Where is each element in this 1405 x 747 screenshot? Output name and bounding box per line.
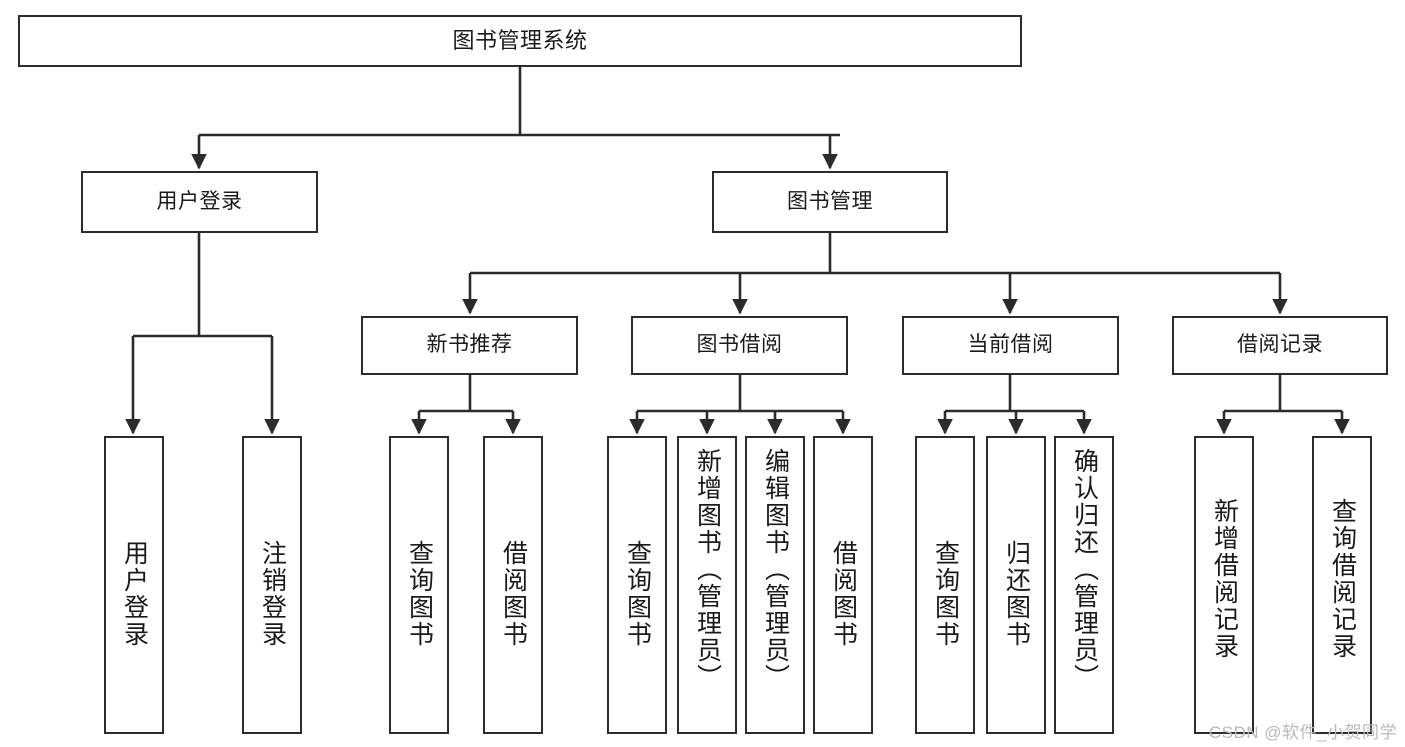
node-leaf-query-book-2-label: 查询图书 <box>623 540 652 648</box>
node-book-borrow-label: 图书借阅 <box>696 333 783 357</box>
node-leaf-user-login[interactable]: 用户登录 <box>104 436 164 734</box>
node-leaf-borrow-book-2-label: 借阅图书 <box>829 540 858 648</box>
node-leaf-query-book-3[interactable]: 查询图书 <box>915 436 975 734</box>
node-leaf-query-record[interactable]: 查询借阅记录 <box>1312 436 1372 734</box>
node-leaf-borrow-book-1-label: 借阅图书 <box>499 540 528 648</box>
csdn-watermark: CSDN @软件_小贺同学 <box>1208 723 1397 742</box>
node-leaf-confirm-return[interactable]: 确认归还（管理员） <box>1054 436 1114 734</box>
node-root-label: 图书管理系统 <box>452 28 588 54</box>
node-leaf-query-record-label: 查询借阅记录 <box>1328 498 1357 660</box>
node-leaf-user-login-label: 用户登录 <box>120 540 149 648</box>
node-current-borrow[interactable]: 当前借阅 <box>902 316 1119 375</box>
node-leaf-edit-book[interactable]: 编辑图书（管理员） <box>745 436 805 734</box>
node-leaf-query-book-1[interactable]: 查询图书 <box>389 436 449 734</box>
node-leaf-add-record[interactable]: 新增借阅记录 <box>1194 436 1254 734</box>
node-new-book-recommend[interactable]: 新书推荐 <box>361 316 578 375</box>
node-leaf-query-book-2[interactable]: 查询图书 <box>607 436 667 734</box>
node-leaf-edit-book-label: 编辑图书（管理员） <box>761 448 790 691</box>
node-leaf-query-book-3-label: 查询图书 <box>931 540 960 648</box>
node-user-login-label: 用户登录 <box>156 189 243 213</box>
node-leaf-add-record-label: 新增借阅记录 <box>1210 498 1239 660</box>
node-borrow-record[interactable]: 借阅记录 <box>1172 316 1388 375</box>
node-current-borrow-label: 当前借阅 <box>967 333 1054 357</box>
node-leaf-borrow-book-1[interactable]: 借阅图书 <box>483 436 543 734</box>
node-leaf-add-book[interactable]: 新增图书（管理员） <box>677 436 737 734</box>
node-user-login[interactable]: 用户登录 <box>81 171 318 233</box>
node-leaf-confirm-return-label: 确认归还（管理员） <box>1070 448 1099 691</box>
node-leaf-add-book-label: 新增图书（管理员） <box>693 448 722 691</box>
node-borrow-record-label: 借阅记录 <box>1237 333 1323 357</box>
node-leaf-return-book[interactable]: 归还图书 <box>986 436 1046 734</box>
node-leaf-user-logout[interactable]: 注销登录 <box>242 436 302 734</box>
node-root[interactable]: 图书管理系统 <box>18 15 1022 67</box>
node-book-borrow[interactable]: 图书借阅 <box>631 316 848 375</box>
node-new-book-recommend-label: 新书推荐 <box>426 333 513 357</box>
node-leaf-return-book-label: 归还图书 <box>1002 540 1031 648</box>
node-leaf-borrow-book-2[interactable]: 借阅图书 <box>813 436 873 734</box>
node-leaf-user-logout-label: 注销登录 <box>258 540 287 648</box>
node-book-management[interactable]: 图书管理 <box>712 171 948 233</box>
node-book-management-label: 图书管理 <box>787 189 873 213</box>
node-leaf-query-book-1-label: 查询图书 <box>405 540 434 648</box>
